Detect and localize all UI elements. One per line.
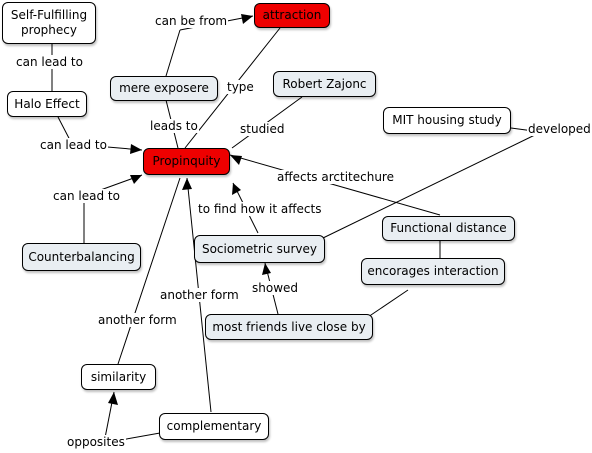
- link-to-find-how-it-affects: to find how it affects: [197, 202, 323, 216]
- concept-robert-zajonc[interactable]: Robert Zajonc: [273, 71, 376, 97]
- concept-mit-housing-study[interactable]: MIT housing study: [383, 107, 511, 134]
- concept-sociometric-survey[interactable]: Sociometric survey: [194, 235, 325, 263]
- link-can-lead-to-3: can lead to: [52, 189, 121, 203]
- concept-halo-effect[interactable]: Halo Effect: [7, 91, 87, 117]
- concept-most-friends-live-close-by[interactable]: most friends live close by: [205, 314, 373, 340]
- link-affects-architecture: affects arctitechure: [276, 170, 395, 184]
- link-leads-to: leads to: [149, 119, 199, 133]
- concept-mere-exposure[interactable]: mere exposere: [110, 76, 218, 101]
- link-can-lead-to-1: can lead to: [15, 55, 84, 69]
- link-showed: showed: [251, 281, 300, 295]
- concept-attraction[interactable]: attraction: [254, 3, 330, 28]
- concept-similarity[interactable]: similarity: [81, 364, 156, 390]
- link-opposites: opposites: [66, 435, 126, 449]
- concept-functional-distance[interactable]: Functional distance: [382, 216, 515, 241]
- link-can-be-from: can be from: [154, 14, 229, 28]
- concept-encourages-interaction[interactable]: encorages interaction: [361, 258, 505, 285]
- link-studied: studied: [239, 122, 286, 136]
- link-developed: developed: [527, 122, 592, 136]
- link-another-form-2: another form: [159, 288, 240, 302]
- link-another-form-1: another form: [97, 313, 178, 327]
- concept-complementary[interactable]: complementary: [159, 413, 269, 440]
- concept-propinquity[interactable]: Propinquity: [143, 148, 230, 175]
- link-can-lead-to-2: can lead to: [39, 138, 108, 152]
- concept-counterbalancing[interactable]: Counterbalancing: [22, 243, 141, 271]
- link-type: type: [226, 80, 255, 94]
- concept-self-fulfilling-prophecy[interactable]: Self-Fulfilling prophecy: [2, 2, 96, 44]
